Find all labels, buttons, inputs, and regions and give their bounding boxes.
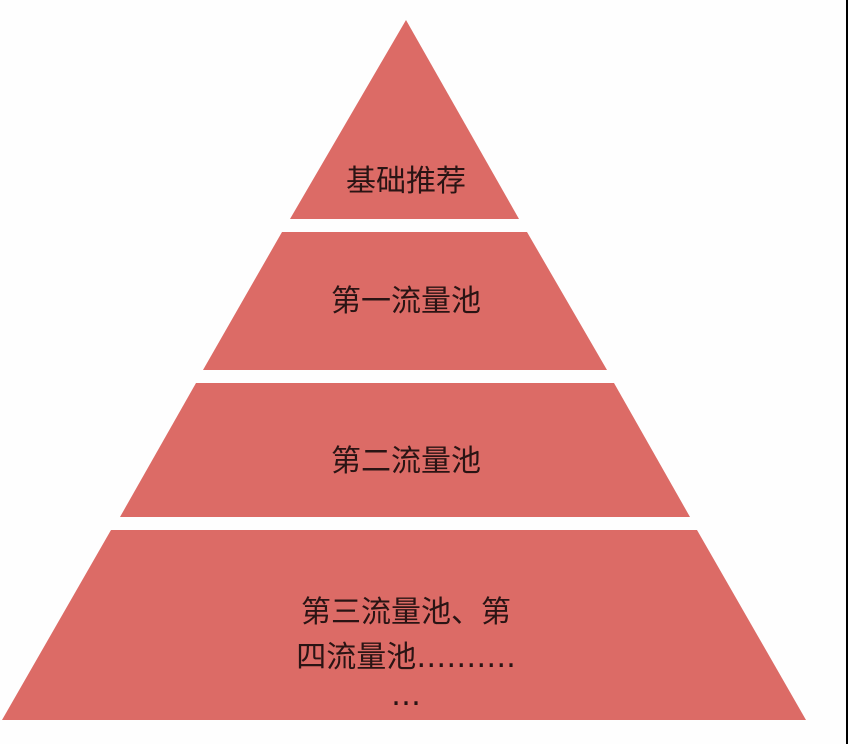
layer-basic-recommendation: 基础推荐 (290, 20, 519, 219)
layer-third-fourth-traffic-pool-shape (2, 530, 806, 720)
layer-third-fourth-traffic-pool-label-line-3: … (391, 678, 421, 713)
layer-first-traffic-pool: 第一流量池 (203, 232, 607, 370)
right-edge-border (846, 0, 848, 744)
layer-second-traffic-pool: 第二流量池 (120, 383, 690, 517)
layer-first-traffic-pool-label-line-1: 第一流量池 (331, 284, 481, 319)
layer-second-traffic-pool-label-line-1: 第二流量池 (331, 444, 481, 479)
layer-third-fourth-traffic-pool-label-line-2: 四流量池………. (296, 640, 516, 675)
layer-third-fourth-traffic-pool-label-line-1: 第三流量池、第 (301, 595, 511, 630)
layer-second-traffic-pool-shape (120, 383, 690, 517)
layer-third-fourth-traffic-pool: 第三流量池、第四流量池……….… (2, 530, 806, 720)
layer-basic-recommendation-shape (290, 20, 519, 219)
layer-basic-recommendation-label-line-1: 基础推荐 (346, 164, 466, 199)
layer-first-traffic-pool-shape (203, 232, 607, 370)
